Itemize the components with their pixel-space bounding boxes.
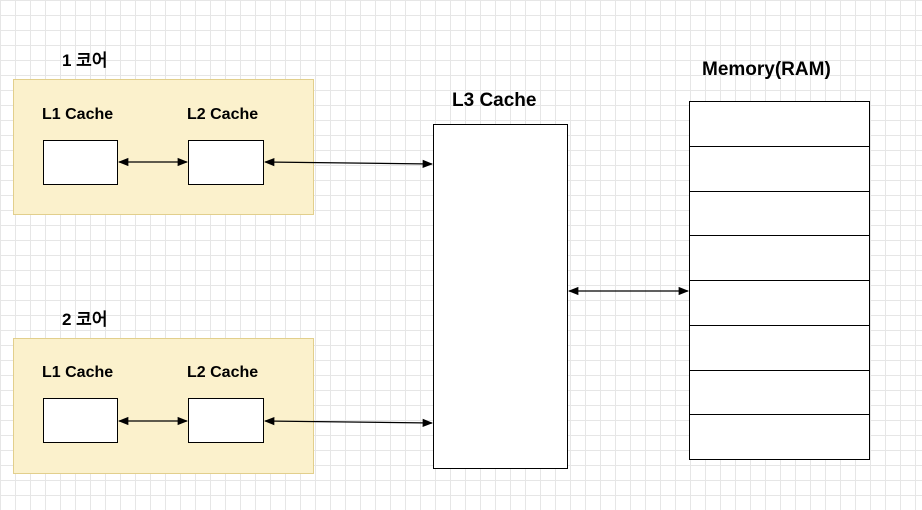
l3-cache-box[interactable] (433, 124, 568, 469)
core-2-l2-label: L2 Cache (187, 364, 259, 381)
core-1-l2-label: L2 Cache (187, 106, 259, 123)
core-1-title: 1 코어 (62, 51, 108, 70)
memory-label: Memory(RAM) (702, 59, 831, 80)
memory-cell[interactable] (690, 326, 869, 371)
core-2-title: 2 코어 (62, 310, 108, 329)
memory-cell[interactable] (690, 192, 869, 237)
memory-cell[interactable] (690, 371, 869, 416)
arrow-core2-l2-l3 (263, 416, 434, 428)
core-2-l1-label: L1 Cache (42, 364, 114, 381)
core-1-l1-cache-box[interactable] (43, 140, 118, 185)
memory-cell[interactable] (690, 281, 869, 326)
l3-cache-label: L3 Cache (452, 90, 537, 111)
memory-cell[interactable] (690, 102, 869, 147)
memory-block[interactable] (689, 101, 870, 460)
core-2-l2-cache-box[interactable] (188, 398, 264, 443)
memory-cell[interactable] (690, 236, 869, 281)
core-1-l2-cache-box[interactable] (188, 140, 264, 185)
core-2-l1-cache-box[interactable] (43, 398, 118, 443)
arrow-core1-l2-l3 (263, 157, 434, 169)
memory-cell[interactable] (690, 147, 869, 192)
core-1-l1-label: L1 Cache (42, 106, 114, 123)
